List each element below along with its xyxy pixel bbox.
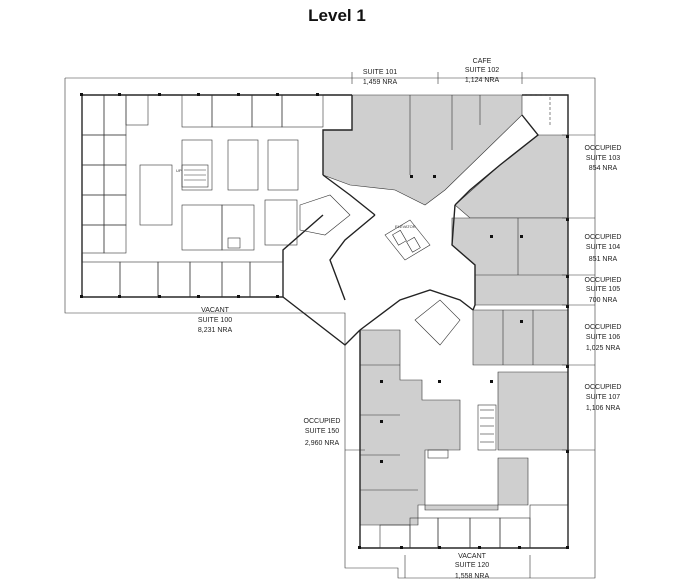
site-boundary: [64, 77, 596, 579]
restroom-block-south: [414, 299, 461, 346]
suite-100-area: 8,231 NRA: [198, 327, 233, 334]
suite-101-area: 1,459 NRA: [363, 79, 398, 86]
suite-100-status: VACANT: [201, 307, 230, 314]
suite-105-name: SUITE 105: [586, 286, 620, 293]
suite-101-name: SUITE 101: [363, 69, 397, 76]
suite-120-area: 1,558 NRA: [455, 573, 490, 580]
suite-120-status: VACANT: [458, 553, 487, 560]
suite-106-area: 1,025 NRA: [586, 345, 621, 352]
suite-107-area: [497, 371, 569, 451]
suite-104-area: 851 NRA: [589, 256, 618, 263]
suite-103-area: 854 NRA: [589, 165, 618, 172]
suite-106-area: [472, 309, 569, 366]
occupied-suite-rooms: [360, 95, 569, 549]
suite-105-status: OCCUPIED: [585, 277, 622, 284]
suite-150-area: [359, 329, 529, 526]
suite-150-area: 2,960 NRA: [305, 440, 340, 447]
suite-102-area: 1,124 NRA: [465, 77, 500, 84]
suite-107-area: 1,106 NRA: [586, 405, 621, 412]
elevator-lobby: [384, 219, 431, 261]
suite-107-name: SUITE 107: [586, 394, 620, 401]
suite-102-name: SUITE 102: [465, 67, 499, 74]
structural-columns: [80, 93, 569, 549]
suite-105-area: 700 NRA: [589, 297, 618, 304]
suite-100-rooms: [81, 94, 324, 298]
suite-103-status: OCCUPIED: [585, 145, 622, 152]
svg-text:UP: UP: [176, 168, 182, 173]
page-title: Level 1: [308, 6, 366, 25]
suite-150-status: OCCUPIED: [304, 418, 341, 425]
suite-labels: SUITE 101 1,459 NRA CAFE SUITE 102 1,124…: [198, 58, 622, 580]
suite-markers: [345, 72, 595, 578]
svg-text:ELEVATOR: ELEVATOR: [395, 224, 416, 229]
suite-100-name: SUITE 100: [198, 317, 232, 324]
suite-106-name: SUITE 106: [586, 334, 620, 341]
suite-104-name: SUITE 104: [586, 244, 620, 251]
suite-120-name: SUITE 120: [455, 562, 489, 569]
restroom-block-north: [299, 194, 351, 236]
occupied-areas: [322, 94, 569, 526]
suite-106-status: OCCUPIED: [585, 324, 622, 331]
building-core: UP ELEVATOR: [176, 164, 461, 459]
suite-103-name: SUITE 103: [586, 155, 620, 162]
suite-150-name: SUITE 150: [305, 428, 339, 435]
suite-104-105-area: [451, 217, 569, 306]
suite-102-status: CAFE: [473, 58, 492, 65]
suite-107-status: OCCUPIED: [585, 384, 622, 391]
suite-104-status: OCCUPIED: [585, 234, 622, 241]
